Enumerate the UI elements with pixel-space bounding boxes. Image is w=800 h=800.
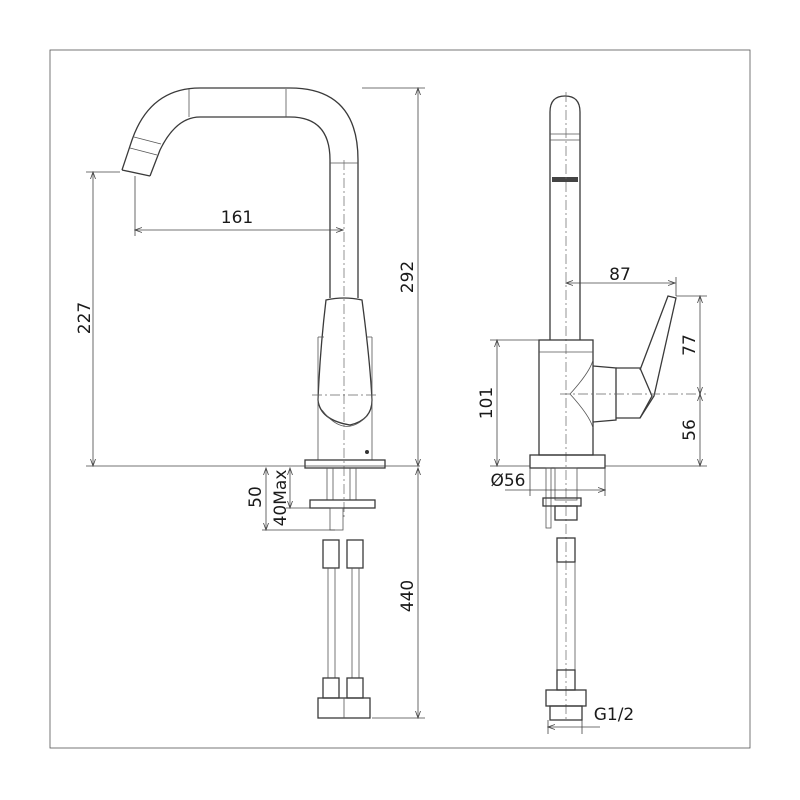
- dim-deck-thickness: 50: [246, 486, 266, 508]
- dim-handle-lower: 56: [680, 419, 700, 441]
- dim-hose-length: 440: [398, 580, 418, 612]
- dim-body-height: 101: [477, 387, 497, 419]
- indicator-dot: [365, 450, 369, 454]
- dim-base-diameter: Ø56: [490, 471, 525, 491]
- dim-total-height: 292: [398, 261, 418, 293]
- mounting-and-hoses: [309, 468, 376, 719]
- aerator: [552, 177, 578, 182]
- side-dimensions: [490, 277, 707, 734]
- dim-spout-height: 227: [75, 302, 95, 334]
- side-hose: [542, 467, 587, 721]
- side-body: [529, 295, 706, 469]
- front-view: 161 227 292 50 40Max 440: [75, 88, 425, 718]
- dim-spout-reach: 161: [221, 208, 253, 228]
- front-dimensions: [86, 88, 425, 718]
- side-spout: [549, 92, 581, 720]
- dim-deck-clamp: 40Max: [271, 470, 291, 527]
- dim-handle-reach: 87: [609, 265, 631, 285]
- base-plate: [304, 459, 386, 469]
- side-view: 87 77 56 101 Ø56 G1/2: [477, 92, 707, 734]
- spout: [121, 87, 359, 298]
- body: [304, 160, 386, 520]
- side-base-plate: [529, 454, 606, 469]
- dim-connection-thread: G1/2: [594, 705, 635, 725]
- drawing-frame: [49, 49, 751, 749]
- dim-handle-upper: 77: [680, 334, 700, 356]
